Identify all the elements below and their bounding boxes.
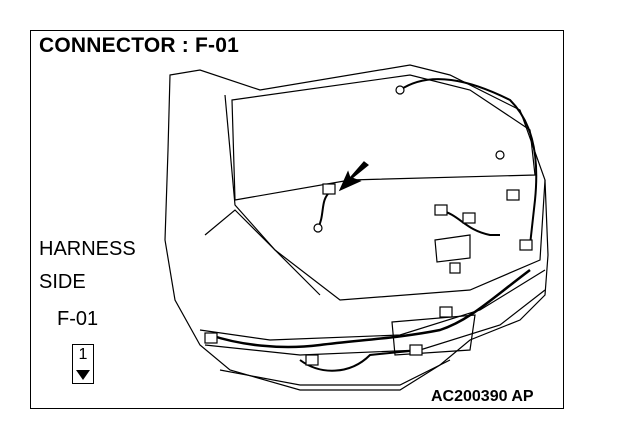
harness-label: HARNESS [39, 238, 136, 260]
pin-number: 1 [78, 346, 88, 363]
diagram-title: CONNECTOR : F-01 [39, 34, 239, 57]
pointer-arrow [338, 161, 369, 192]
triangle-down-icon [76, 370, 90, 380]
side-label: SIDE [39, 271, 86, 293]
diagram-frame [30, 30, 564, 409]
figure-code: AC200390 AP [431, 388, 534, 405]
connector-id: F-01 [57, 308, 99, 330]
pin-indicator: 1 [72, 344, 94, 384]
